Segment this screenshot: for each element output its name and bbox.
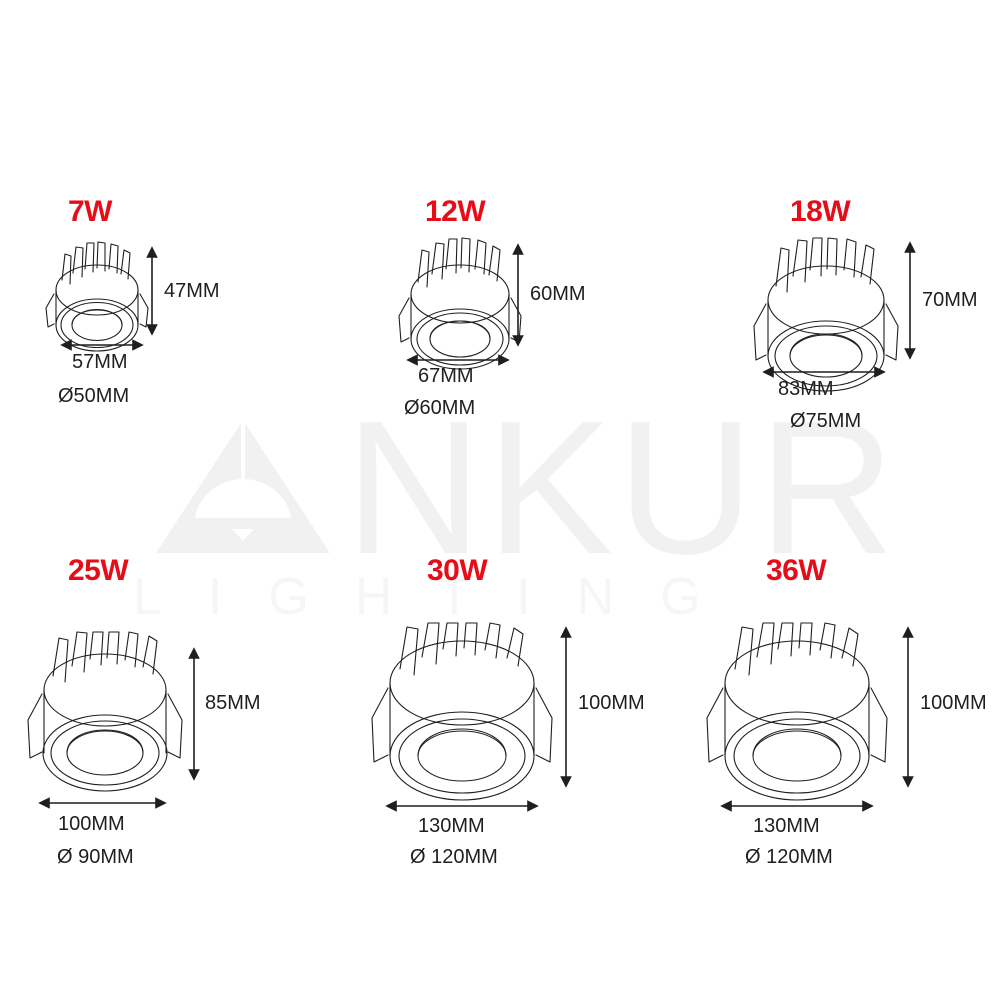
product-cell-7w: 7W: [0, 0, 340, 430]
width-dimension-arrow: [762, 366, 886, 378]
watt-label: 7W: [68, 195, 113, 228]
watt-label: 25W: [68, 554, 129, 587]
height-dimension-label: 100MM: [578, 692, 645, 714]
height-dimension-arrow: [904, 241, 916, 360]
width-dimension-label: 130MM: [418, 815, 485, 837]
cutout-diameter-label: Ø 90MM: [57, 846, 134, 868]
width-dimension-arrow: [38, 797, 167, 809]
width-dimension-label: 57MM: [72, 351, 128, 373]
width-dimension-arrow: [385, 800, 539, 812]
height-dimension-arrow: [188, 647, 200, 781]
downlight-figure: [753, 237, 899, 392]
height-dimension-arrow: [560, 626, 572, 788]
watt-label: 30W: [427, 554, 488, 587]
width-dimension-arrow: [406, 354, 510, 366]
width-dimension-arrow: [720, 800, 874, 812]
width-dimension-arrow: [60, 339, 144, 351]
width-dimension-label: 130MM: [753, 815, 820, 837]
width-dimension-label: 83MM: [778, 378, 834, 400]
watt-label: 18W: [790, 195, 851, 228]
cutout-diameter-label: Ø50MM: [58, 385, 130, 407]
cutout-diameter-label: Ø60MM: [404, 397, 476, 419]
cutout-diameter-label: Ø 120MM: [410, 846, 498, 868]
downlight-figure: [27, 631, 183, 792]
product-cell-36w: 36W: [680, 0, 1000, 1000]
height-dimension-arrow: [146, 246, 158, 336]
cutout-diameter-label: Ø75MM: [790, 410, 862, 432]
downlight-figure: [706, 622, 888, 801]
height-dimension-label: 85MM: [205, 692, 261, 714]
height-dimension-label: 60MM: [530, 283, 586, 305]
downlight-figure: [45, 241, 149, 352]
height-dimension-arrow: [902, 626, 914, 788]
watt-label: 36W: [766, 554, 827, 587]
cutout-diameter-label: Ø 120MM: [745, 846, 833, 868]
height-dimension-label: 70MM: [922, 289, 978, 311]
downlight-figure: [371, 622, 553, 801]
height-dimension-label: 100MM: [920, 692, 987, 714]
product-cell-25w: 25W: [0, 0, 340, 1000]
width-dimension-label: 67MM: [418, 365, 474, 387]
height-dimension-arrow: [512, 243, 524, 347]
downlight-figure: [398, 237, 522, 370]
watt-label: 12W: [425, 195, 486, 228]
product-cell-30w: 30W: [340, 0, 680, 1000]
product-cell-18w: 18W: [680, 0, 1000, 440]
product-cell-12w: 12W: [340, 0, 680, 430]
width-dimension-label: 100MM: [58, 813, 125, 835]
height-dimension-label: 47MM: [164, 280, 220, 302]
